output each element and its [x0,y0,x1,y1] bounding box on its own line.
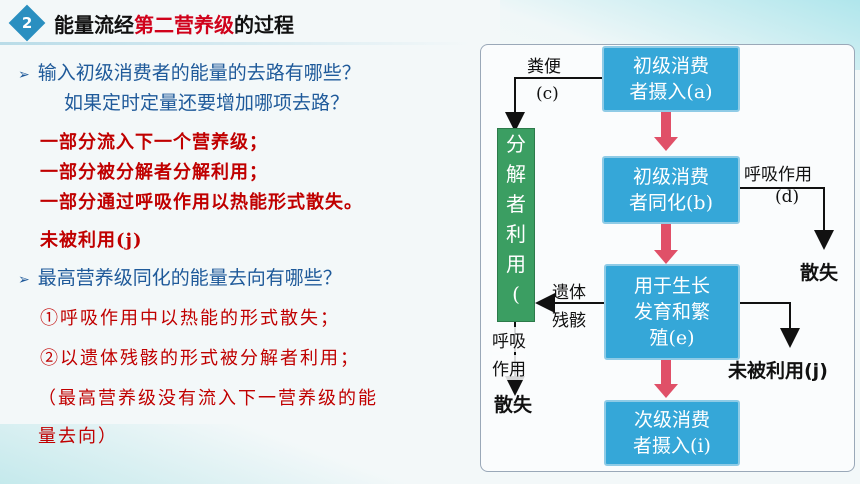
decomposer-char: 利 [506,222,526,246]
label-remains-line-1: 遗体 [552,283,586,303]
arrow-bullet-icon: ➢ [18,272,30,288]
label-decomposer-respiration-line-2: 作用 [492,355,526,380]
top-level-note-line-1: （最高营养级没有流入下一营养级的能 [38,388,378,409]
answer-3: 一部分通过呼吸作用以热能形式散失。 [40,192,363,213]
decomposer-char: 用 [506,252,526,276]
question-2-text: 最高营养级同化的能量去向有哪些？ [37,267,342,289]
label-remains-line-2: 残骸 [552,311,586,331]
answer-4: 未被利用(j) [40,230,143,251]
decomposer-char: 解 [506,162,526,186]
top-level-item-1: ①呼吸作用中以热能的形式散失； [40,308,340,329]
box-primary-assimilation-line-1: 初级消费 [632,166,709,188]
box-secondary-intake: 次级消费 者摄入(i) [604,400,740,466]
box-growth-reproduction: 用于生长 发育和繁 殖(e) [604,264,740,360]
box-secondary-intake-line-2: 者摄入(i) [633,435,711,457]
decomposer-char: 者 [506,192,526,216]
label-unused: 未被利用(j) [728,360,828,382]
label-lost-left: 散失 [494,394,533,416]
top-level-note-line-2: 量去向） [38,426,118,447]
question-1: ➢ 输入初级消费者的能量的去路有哪些？ [18,58,361,85]
answer-1: 一部分流入下一个营养级； [40,132,268,153]
box-growth-line-3: 殖(e) [649,327,695,349]
decomposer-char: ( [512,282,520,306]
box-primary-intake: 初级消费 者摄入(a) [602,46,740,112]
title-highlight: 第二营养级 [134,12,234,37]
label-decomposer-respiration-line-1: 呼吸 [492,327,526,352]
box-secondary-intake-line-1: 次级消费 [633,409,710,431]
question-2: ➢ 最高营养级同化的能量去向有哪些？ [18,263,342,290]
box-growth-line-2: 发育和繁 [633,301,710,323]
box-primary-intake-line-1: 初级消费 [632,55,709,77]
title-underline [0,42,470,45]
label-feces-code: (c) [536,84,559,104]
title-prefix: 能量流经 [54,12,134,37]
label-respiration-code: (d) [775,187,800,207]
section-number-badge: 2 [8,4,46,42]
section-number: 2 [21,14,33,32]
box-primary-assimilation: 初级消费 者同化(b) [602,156,740,224]
top-level-item-2: ②以遗体残骸的形式被分解者利用； [40,348,360,369]
box-growth-line-1: 用于生长 [633,275,710,297]
answer-2: 一部分被分解者分解利用； [40,162,268,183]
label-respiration: 呼吸作用 [744,165,812,185]
box-primary-intake-line-2: 者摄入(a) [629,81,713,103]
section-title: 2 能量流经第二营养级的过程 [8,4,294,42]
page-title: 能量流经第二营养级的过程 [54,9,294,38]
title-suffix: 的过程 [234,12,294,37]
corner-decoration-bottom [0,424,420,484]
box-decomposer: 分 解 者 利 用 ( [497,128,535,322]
label-feces: 粪便 [527,57,561,77]
label-lost-right: 散失 [800,262,839,284]
box-primary-assimilation-line-2: 者同化(b) [629,192,713,214]
question-1-line-2: 如果定时定量还要增加哪项去路？ [64,92,350,114]
question-1-line-1: 输入初级消费者的能量的去路有哪些？ [37,62,361,84]
decomposer-char: 分 [506,132,526,156]
arrow-bullet-icon: ➢ [18,67,30,83]
